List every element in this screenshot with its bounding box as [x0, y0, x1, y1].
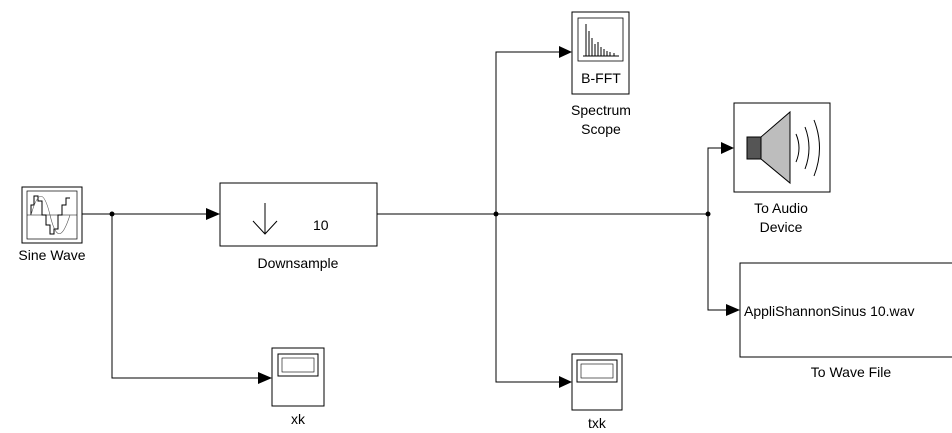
spectrum-scope-block[interactable]: B-FFT Spectrum Scope — [571, 11, 631, 137]
branch-point-1 — [109, 211, 115, 217]
arrow-audio-input — [721, 142, 734, 154]
scope-txk-label: txk — [588, 415, 607, 431]
scope-txk-block[interactable]: txk — [571, 353, 623, 431]
sine-wave-icon — [30, 195, 71, 235]
line-branch-to-txk[interactable] — [495, 214, 559, 383]
arrow-wavefile-input — [726, 304, 740, 316]
down-arrow-icon — [252, 203, 278, 235]
spectrum-label-line2: Scope — [581, 121, 621, 137]
branch-point-3 — [705, 211, 711, 217]
arrow-downsample-input — [206, 208, 220, 220]
sine-wave-label: Sine Wave — [18, 247, 85, 263]
spectrum-icon-text: B-FFT — [581, 70, 621, 86]
scope-icon — [277, 353, 319, 377]
to-audio-label-line1: To Audio — [754, 200, 808, 216]
arrow-spectrum-input — [559, 46, 572, 58]
signal-lines — [82, 46, 740, 388]
downsample-label: Downsample — [258, 255, 339, 271]
spectrum-icon — [583, 24, 619, 57]
to-audio-device-block[interactable]: To Audio Device — [733, 102, 831, 235]
to-audio-label-line2: Device — [760, 219, 803, 235]
arrow-xk-input — [258, 372, 272, 384]
line-branch-to-xk[interactable] — [111, 214, 258, 379]
line-branch-to-spectrum[interactable] — [495, 51, 559, 214]
to-wave-file-label: To Wave File — [811, 364, 892, 380]
branch-point-2 — [493, 211, 499, 217]
line-branch-to-audio[interactable] — [707, 147, 721, 214]
scope-icon — [576, 359, 618, 383]
speaker-icon — [746, 110, 820, 185]
to-wave-file-block[interactable]: AppliShannonSinus 10.wav To Wave File — [739, 262, 952, 380]
arrow-txk-input — [559, 376, 572, 388]
wave-file-name: AppliShannonSinus 10.wav — [744, 303, 914, 319]
line-branch-to-wavefile[interactable] — [707, 214, 726, 311]
downsample-factor: 10 — [313, 217, 329, 233]
sine-wave-block[interactable]: Sine Wave — [18, 186, 86, 263]
scope-xk-label: xk — [291, 411, 306, 427]
downsample-block[interactable]: 10 Downsample — [219, 182, 378, 271]
spectrum-label-line1: Spectrum — [571, 102, 631, 118]
scope-xk-block[interactable]: xk — [271, 347, 325, 427]
